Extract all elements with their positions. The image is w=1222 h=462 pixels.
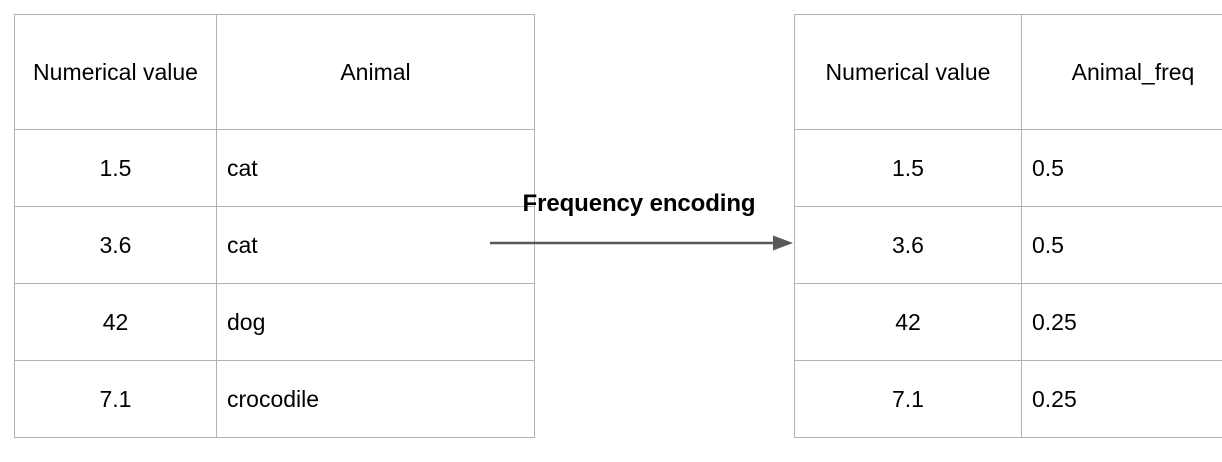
- cell-numerical-value: 7.1: [794, 360, 1022, 438]
- cell-numerical-value: 3.6: [794, 206, 1022, 284]
- table-header-row: Numerical value Animal_freq: [794, 14, 1222, 130]
- cell-numerical-value: 1.5: [14, 129, 217, 207]
- cell-animal: cat: [216, 129, 535, 207]
- header-numerical-value: Numerical value: [14, 14, 217, 130]
- cell-animal-freq: 0.5: [1021, 206, 1222, 284]
- table-row: 1.5 cat: [14, 129, 535, 207]
- table-row: 1.5 0.5: [794, 129, 1222, 207]
- table-row: 42 0.25: [794, 283, 1222, 361]
- encoded-table: Numerical value Animal_freq 1.5 0.5 3.6 …: [794, 14, 1222, 438]
- cell-animal: cat: [216, 206, 535, 284]
- cell-animal-freq: 0.5: [1021, 129, 1222, 207]
- transformation-arrow-group: Frequency encoding: [489, 190, 799, 260]
- cell-animal-freq: 0.25: [1021, 283, 1222, 361]
- cell-numerical-value: 7.1: [14, 360, 217, 438]
- cell-animal: dog: [216, 283, 535, 361]
- cell-animal-freq: 0.25: [1021, 360, 1222, 438]
- table-row: 7.1 0.25: [794, 360, 1222, 438]
- arrow-icon: [490, 235, 793, 251]
- table-header-row: Numerical value Animal: [14, 14, 535, 130]
- header-numerical-value: Numerical value: [794, 14, 1022, 130]
- cell-numerical-value: 1.5: [794, 129, 1022, 207]
- header-animal-freq: Animal_freq: [1021, 14, 1222, 130]
- table-row: 3.6 0.5: [794, 206, 1222, 284]
- cell-numerical-value: 42: [794, 283, 1022, 361]
- cell-numerical-value: 3.6: [14, 206, 217, 284]
- header-animal: Animal: [216, 14, 535, 130]
- arrow-label: Frequency encoding: [522, 190, 756, 217]
- table-row: 7.1 crocodile: [14, 360, 535, 438]
- cell-numerical-value: 42: [14, 283, 217, 361]
- table-row: 3.6 cat: [14, 206, 535, 284]
- table-row: 42 dog: [14, 283, 535, 361]
- source-table: Numerical value Animal 1.5 cat 3.6 cat 4…: [14, 14, 535, 438]
- cell-animal: crocodile: [216, 360, 535, 438]
